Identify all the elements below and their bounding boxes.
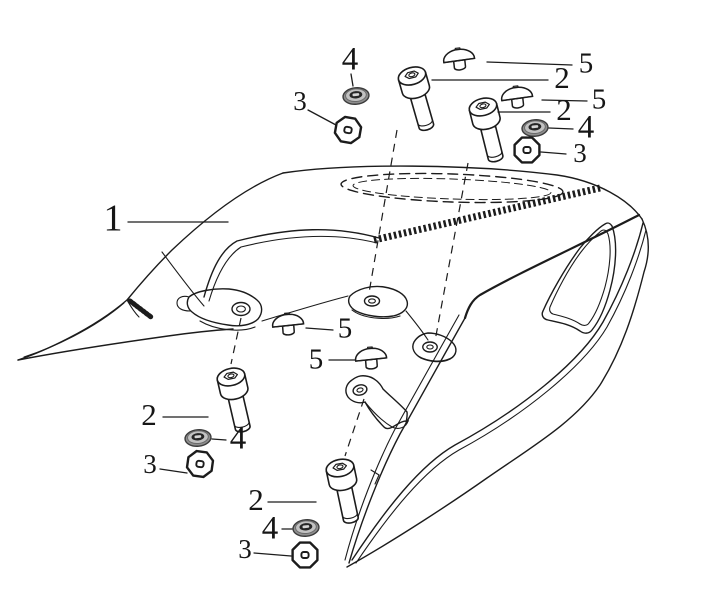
lower-mount-bracket xyxy=(345,375,410,430)
seat-opening-outer xyxy=(340,172,564,204)
body-nose-lower-edge xyxy=(17,328,234,361)
flange-nut-bottom-left xyxy=(183,427,213,449)
hex-nut-top-left xyxy=(332,114,364,146)
tab-hole-inner xyxy=(368,298,376,304)
flange-nut-bottom-center xyxy=(291,517,321,539)
leg-notch xyxy=(370,469,380,485)
axis-top-left-bolt xyxy=(368,129,398,294)
tab-hole xyxy=(422,341,438,353)
hex-nut-top-right xyxy=(513,136,541,164)
body-nose-upper-edge xyxy=(17,172,284,361)
leader-flangenut-top-right xyxy=(548,127,574,130)
callout-flangenut-top-left: 4 xyxy=(342,42,359,78)
callout-flangenut-bottom-left: 4 xyxy=(230,421,247,457)
flange-nut-top-right xyxy=(520,117,550,139)
callout-bolt-bottom-left: 2 xyxy=(141,397,157,432)
bracket-outline xyxy=(186,288,263,327)
socket-bolt-bottom-center xyxy=(323,455,367,527)
seat-lip-inner xyxy=(208,235,378,302)
seat-opening-inner xyxy=(352,177,552,201)
axis-bottom-left-bolt xyxy=(230,317,242,365)
leg-front-crease-outer xyxy=(348,317,466,564)
callout-flangenut-bottom-center: 4 xyxy=(262,511,279,547)
callout-cap-top-first: 5 xyxy=(579,48,594,80)
callout-labels: 1 2 2 2 2 3 3 3 3 4 4 4 4 5 5 5 5 xyxy=(104,42,607,565)
bracket-outline xyxy=(345,375,410,430)
left-mount-bracket xyxy=(176,288,263,331)
leader-hexnut-top-left xyxy=(307,109,337,126)
tab-hole xyxy=(363,295,381,307)
body-left-face-crease xyxy=(161,251,205,307)
body-top-edge xyxy=(282,165,643,220)
callout-hexnut-top-right: 3 xyxy=(573,138,587,168)
bracket-hole xyxy=(231,301,251,317)
axis-bottom-center-bolt xyxy=(344,398,365,457)
leader-hexnut-bottom-center xyxy=(253,552,292,557)
dome-cap-mid-lower xyxy=(353,344,389,372)
leader-flangenut-top-left xyxy=(350,73,354,87)
callout-hexnut-top-left: 3 xyxy=(293,86,307,116)
callout-hexnut-bottom-left: 3 xyxy=(143,449,157,479)
dome-cap-mid-upper xyxy=(270,310,306,338)
bracket-thickness xyxy=(199,320,256,331)
right-panel-crease xyxy=(463,213,641,320)
seat-lip-outer xyxy=(203,228,380,298)
callout-bolt-top-right: 2 xyxy=(556,92,572,127)
body-right-outer-edge xyxy=(346,218,649,568)
callout-body: 1 xyxy=(104,198,123,240)
underside-edge-mid xyxy=(405,310,429,341)
dome-cap-top-first xyxy=(441,45,477,73)
bracket-arm-edge xyxy=(364,401,409,429)
hex-nut-bottom-left xyxy=(184,448,216,480)
callout-cap-top-second: 5 xyxy=(592,84,607,116)
leader-cap-mid-upper xyxy=(305,327,334,331)
tab-hole-inner xyxy=(426,344,434,350)
tab-thickness xyxy=(417,355,454,362)
socket-bolt-top-right xyxy=(466,94,511,166)
underside-edge-left xyxy=(261,295,349,322)
leader-lines xyxy=(127,61,588,557)
bracket-hole xyxy=(352,384,368,396)
bracket-hole-inner xyxy=(356,387,364,393)
callout-cap-mid-lower: 5 xyxy=(309,344,324,376)
leader-cap-top-first xyxy=(486,61,573,66)
leader-hexnut-top-right xyxy=(540,151,567,155)
callout-hexnut-bottom-center: 3 xyxy=(238,534,252,564)
body-nose-hatch xyxy=(127,298,154,320)
callout-bolt-top-left: 2 xyxy=(554,60,570,95)
leader-cap-top-second xyxy=(541,99,588,102)
side-vent-inner xyxy=(549,229,611,326)
hex-nut-bottom-center xyxy=(291,541,319,569)
seat-edge-braid xyxy=(373,184,601,244)
leader-flangenut-bottom-left xyxy=(211,438,227,441)
callout-bolt-bottom-center: 2 xyxy=(248,482,264,517)
callout-flangenut-top-right: 4 xyxy=(578,110,595,146)
callout-cap-mid-upper: 5 xyxy=(338,313,353,345)
bolt-axis-lines xyxy=(230,129,469,457)
leader-hexnut-bottom-left xyxy=(159,468,188,474)
center-mount-tab xyxy=(347,285,409,319)
bracket-hole-inner xyxy=(236,305,246,313)
side-vent-outer xyxy=(541,222,617,334)
bracket-arm-step xyxy=(176,295,191,312)
right-mount-tab xyxy=(412,332,457,363)
axis-top-right-bolt xyxy=(434,162,469,342)
tab-outline xyxy=(347,285,409,318)
tail-cowl-body xyxy=(17,165,649,568)
socket-bolt-top-left xyxy=(395,63,442,135)
dome-cap-top-second xyxy=(499,83,535,111)
flange-nut-top-left xyxy=(341,85,371,107)
tab-thickness xyxy=(351,309,401,319)
right-fold-outer xyxy=(351,222,644,561)
body-nose-inner-line xyxy=(23,302,125,358)
right-fold-inner xyxy=(355,229,647,564)
